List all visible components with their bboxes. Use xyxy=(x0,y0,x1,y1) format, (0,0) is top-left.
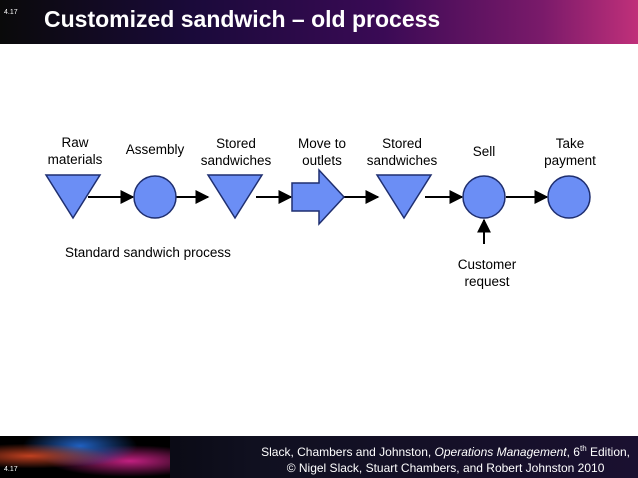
citation-authors: Slack, Chambers and Johnston, xyxy=(261,445,435,459)
citation: Slack, Chambers and Johnston, Operations… xyxy=(261,441,630,476)
footer-bar: 4.17 Slack, Chambers and Johnston, Opera… xyxy=(0,436,638,478)
label-line: Stored xyxy=(216,136,256,151)
label-line: payment xyxy=(544,153,596,168)
stored-sandwiches-2-storage-triangle xyxy=(375,174,433,220)
label-line: sandwiches xyxy=(200,153,272,168)
label-line: sandwiches xyxy=(366,153,438,168)
label-sell: Sell xyxy=(473,143,496,160)
title-bar: 4.17 Customized sandwich – old process xyxy=(0,0,638,44)
citation-edition-end: Edition, xyxy=(586,445,630,459)
citation-edition: , 6 xyxy=(566,445,580,459)
label-line: Raw xyxy=(61,135,89,150)
raw-materials-storage-triangle xyxy=(44,174,102,220)
label-line: outlets xyxy=(302,153,342,168)
slide-number: 4.17 xyxy=(4,9,18,16)
label-line: Stored xyxy=(382,136,422,151)
sell-operation-circle xyxy=(462,175,506,219)
label-raw-materials: Raw materials xyxy=(48,134,103,168)
label-line: Take xyxy=(555,136,585,151)
take-payment-operation-circle xyxy=(547,175,591,219)
label-stored-sandwiches: Stored sandwiches xyxy=(201,135,272,169)
process-caption: Standard sandwich process xyxy=(65,245,231,260)
label-line: Customer xyxy=(457,257,517,272)
assembly-operation-circle xyxy=(133,175,177,219)
label-stored-sandwiches-2: Stored sandwiches xyxy=(367,135,438,169)
footer-decorative-image xyxy=(0,436,170,478)
move-to-outlets-transport-arrow xyxy=(291,168,346,226)
stored-sandwiches-storage-triangle xyxy=(206,174,264,220)
citation-book-title: Operations Management xyxy=(434,445,567,459)
slide-number-footer: 4.17 xyxy=(4,466,18,473)
citation-edition-suffix: th xyxy=(579,444,587,453)
label-assembly: Assembly xyxy=(126,141,185,158)
label-line: request xyxy=(464,274,510,289)
citation-copyright: © Nigel Slack, Stuart Chambers, and Robe… xyxy=(286,461,605,475)
slide-title: Customized sandwich – old process xyxy=(44,6,441,32)
label-move-to-outlets: Move to outlets xyxy=(298,135,346,169)
label-customer-request: Customer request xyxy=(458,256,517,290)
citation-line-1: Slack, Chambers and Johnston, Operations… xyxy=(261,441,630,460)
label-line: materials xyxy=(47,152,103,167)
label-line: Move to xyxy=(297,136,347,151)
label-line: Assembly xyxy=(125,142,185,157)
label-take-payment: Take payment xyxy=(544,135,596,169)
label-line: Sell xyxy=(472,144,496,159)
